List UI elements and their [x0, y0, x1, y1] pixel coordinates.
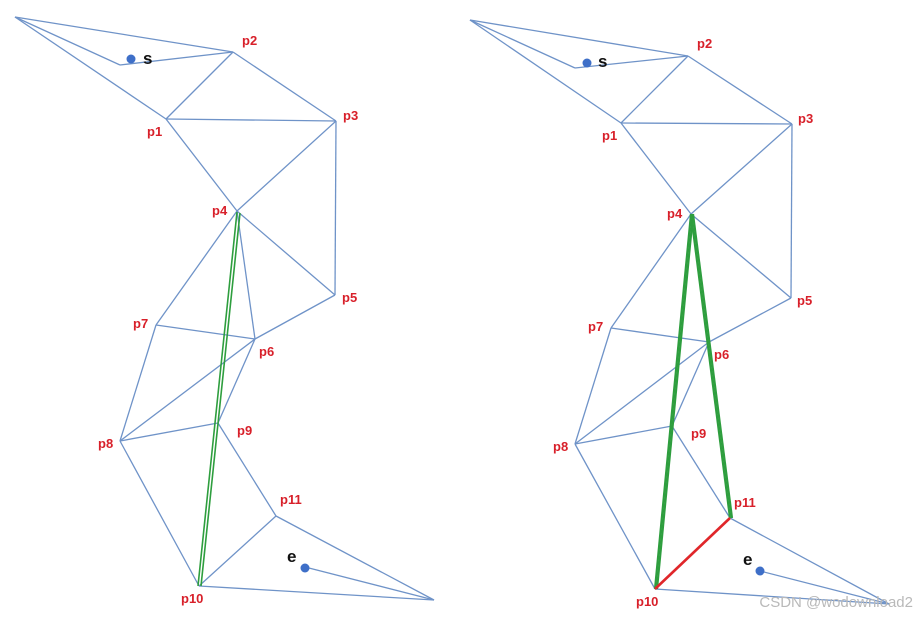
path-segment	[653, 213, 693, 590]
edge	[155, 324, 256, 340]
edge	[620, 122, 692, 215]
edge	[165, 118, 238, 212]
edge	[610, 327, 710, 343]
start-label: s	[598, 52, 607, 71]
left-diagram: s e p1 p2 p3 p4 p5 p6 p7 p8 p9 p10 p11	[14, 16, 435, 606]
edge	[119, 440, 200, 587]
node-label-p2: p2	[697, 36, 712, 51]
edge	[690, 123, 793, 215]
left-mesh-edges	[14, 16, 435, 601]
node-label-p9: p9	[237, 423, 252, 438]
edge	[469, 19, 622, 124]
edge	[236, 210, 336, 296]
edge	[236, 120, 337, 212]
edge	[14, 16, 167, 120]
node-label-p10: p10	[181, 591, 203, 606]
edge	[232, 51, 337, 122]
edge	[155, 210, 238, 326]
edge	[334, 120, 337, 296]
edge	[708, 297, 792, 343]
right-labels: s e p1 p2 p3 p4 p5 p6 p7 p8 p9 p10 p11	[553, 36, 813, 609]
node-label-p1: p1	[602, 128, 617, 143]
edge	[469, 19, 689, 57]
watermark: CSDN @wodownload2	[759, 594, 913, 611]
edge	[671, 341, 710, 427]
path-segment	[655, 213, 695, 590]
node-label-p8: p8	[98, 436, 113, 451]
edge	[119, 422, 219, 442]
node-label-p4: p4	[212, 203, 228, 218]
path-segment	[200, 212, 241, 587]
node-label-p7: p7	[133, 316, 148, 331]
right-diagram: s e p1 p2 p3 p4 p5 p6 p7 p8 p9 p10 p11	[469, 19, 890, 609]
node-label-p3: p3	[343, 108, 358, 123]
node-label-p9: p9	[691, 426, 706, 441]
node-label-p2: p2	[242, 33, 257, 48]
right-mesh-edges	[469, 19, 890, 605]
path-segment	[197, 211, 238, 587]
edge	[198, 515, 277, 587]
node-label-p6: p6	[714, 347, 729, 362]
edge	[574, 425, 673, 445]
edge	[759, 570, 890, 605]
edge	[690, 213, 792, 299]
node-label-p6: p6	[259, 344, 274, 359]
edge	[165, 118, 337, 122]
edge	[275, 515, 435, 601]
edge	[119, 338, 256, 442]
edge	[165, 51, 234, 120]
edge	[574, 55, 689, 69]
start-point	[126, 54, 136, 64]
edge	[14, 16, 234, 53]
edge	[654, 588, 890, 605]
edge	[574, 341, 710, 445]
right-path	[653, 213, 734, 590]
edge	[217, 338, 256, 424]
edge	[729, 517, 890, 605]
edge	[687, 55, 793, 125]
end-label: e	[743, 550, 752, 569]
edge	[620, 122, 793, 125]
edge	[610, 213, 692, 329]
node-label-p3: p3	[798, 111, 813, 126]
edge	[198, 585, 435, 601]
path-segment	[689, 213, 732, 519]
portal-edge-red	[654, 517, 731, 590]
edge	[574, 327, 612, 445]
node-label-p10: p10	[636, 594, 658, 609]
end-point	[300, 563, 310, 573]
node-label-p5: p5	[797, 293, 812, 308]
edge	[254, 294, 336, 340]
path-segment	[691, 213, 734, 519]
edge	[620, 55, 689, 124]
node-label-p5: p5	[342, 290, 357, 305]
edge	[119, 51, 234, 66]
left-path	[197, 211, 241, 587]
end-label: e	[287, 547, 296, 566]
edge	[236, 210, 256, 340]
edge	[119, 324, 157, 442]
node-label-p4: p4	[667, 206, 683, 221]
edge	[217, 422, 277, 517]
left-labels: s e p1 p2 p3 p4 p5 p6 p7 p8 p9 p10 p11	[98, 33, 358, 606]
edge	[790, 123, 793, 299]
edge	[469, 19, 576, 69]
node-label-p11: p11	[734, 495, 756, 510]
node-label-p11: p11	[280, 492, 302, 507]
node-label-p8: p8	[553, 439, 568, 454]
start-point	[582, 58, 592, 68]
edge	[304, 566, 435, 601]
end-point	[755, 566, 765, 576]
node-label-p7: p7	[588, 319, 603, 334]
start-label: s	[143, 49, 152, 68]
edge	[14, 16, 121, 66]
node-label-p1: p1	[147, 124, 162, 139]
edge	[574, 443, 656, 590]
edge	[671, 425, 731, 519]
